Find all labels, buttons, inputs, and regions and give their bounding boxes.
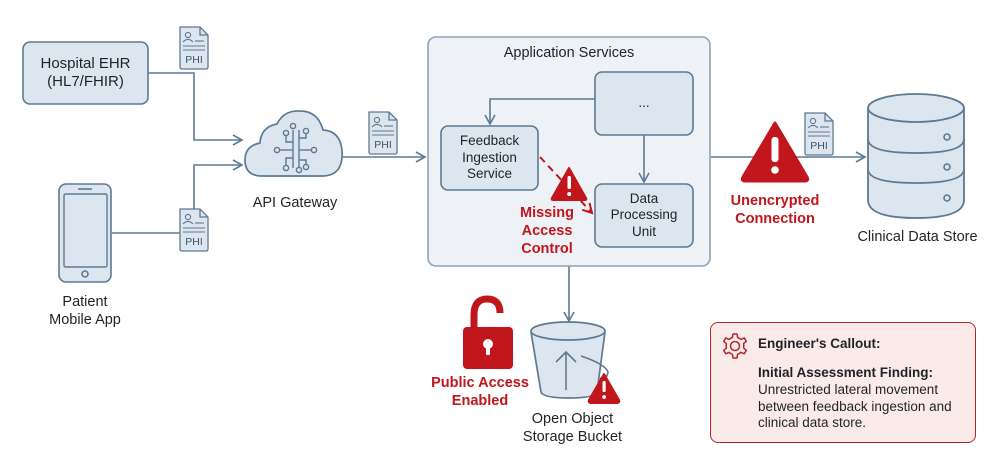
data-processing-node[interactable] bbox=[594, 183, 694, 248]
engineer-callout: Engineer's Callout: Initial Assessment F… bbox=[710, 322, 976, 443]
hospital-ehr-label: Hospital EHR(HL7/FHIR) bbox=[23, 42, 148, 104]
unencrypted-connection-alert: Unencrypted Connection bbox=[720, 192, 830, 228]
bucket-line2: Storage Bucket bbox=[522, 429, 623, 445]
database-icon[interactable] bbox=[867, 93, 965, 219]
alert-line1: Missing bbox=[520, 205, 574, 221]
public-access-alert: Public Access Enabled bbox=[420, 374, 540, 410]
unlocked-padlock-icon bbox=[463, 295, 513, 369]
missing-access-control-alert: Missing Access Control bbox=[507, 204, 587, 258]
callout-title: Engineer's Callout: bbox=[758, 336, 881, 351]
patient-app-label: Patient Mobile App bbox=[30, 293, 140, 329]
alert-line3: Control bbox=[521, 241, 573, 257]
hospital-ehr-line1: Hospital EHR bbox=[40, 55, 131, 72]
storage-bucket-label: Open Object Storage Bucket bbox=[510, 410, 635, 446]
alert-line1: Public Access bbox=[431, 375, 529, 391]
processing-line1: Data bbox=[629, 190, 659, 206]
mobile-phone-icon[interactable] bbox=[58, 183, 112, 283]
connectors bbox=[112, 72, 867, 323]
warning-icon bbox=[740, 121, 810, 183]
phi-badge-label: PHI bbox=[810, 140, 828, 152]
patient-app-line2: Mobile App bbox=[49, 312, 121, 328]
warning-icon bbox=[587, 373, 621, 404]
patient-app-line1: Patient bbox=[62, 294, 108, 310]
feedback-ingestion-node[interactable] bbox=[440, 125, 539, 191]
edge-app-to-gateway bbox=[112, 159, 244, 234]
feedback-line2: Ingestion bbox=[462, 149, 517, 165]
clinical-data-store-label: Clinical Data Store bbox=[857, 229, 978, 245]
finding-title: Initial Assessment Finding: bbox=[758, 365, 934, 380]
feedback-line3: Service bbox=[466, 166, 512, 182]
storage-bucket-icon[interactable] bbox=[530, 321, 609, 399]
alert-line2: Enabled bbox=[451, 393, 509, 409]
alert-line2: Connection bbox=[735, 211, 815, 227]
bucket-line1: Open Object bbox=[531, 411, 614, 427]
processing-line2: Processing bbox=[610, 207, 678, 223]
edge-ehr-to-gateway bbox=[148, 72, 244, 146]
alert-line2: Access bbox=[521, 223, 573, 239]
gear-icon bbox=[722, 333, 748, 359]
unnamed-service-label: ... bbox=[638, 95, 650, 111]
api-gateway-label: API Gateway bbox=[252, 195, 338, 211]
warning-icon bbox=[550, 167, 588, 201]
finding-body: Unrestricted lateral movement between fe… bbox=[758, 382, 952, 430]
phi-badge-label: PHI bbox=[374, 139, 392, 151]
cloud-gateway-icon[interactable] bbox=[244, 110, 343, 177]
alert-line1: Unencrypted bbox=[730, 193, 820, 209]
feedback-line1: Feedback bbox=[459, 133, 520, 149]
hospital-ehr-node[interactable] bbox=[22, 41, 149, 105]
processing-line3: Unit bbox=[631, 223, 656, 239]
edge-unnamed-to-feedback bbox=[484, 98, 595, 126]
phi-badge-label: PHI bbox=[185, 54, 203, 66]
application-services-title: Application Services bbox=[503, 45, 635, 61]
phi-badge-label: PHI bbox=[185, 236, 203, 248]
hospital-ehr-line2: (HL7/FHIR) bbox=[47, 73, 124, 90]
